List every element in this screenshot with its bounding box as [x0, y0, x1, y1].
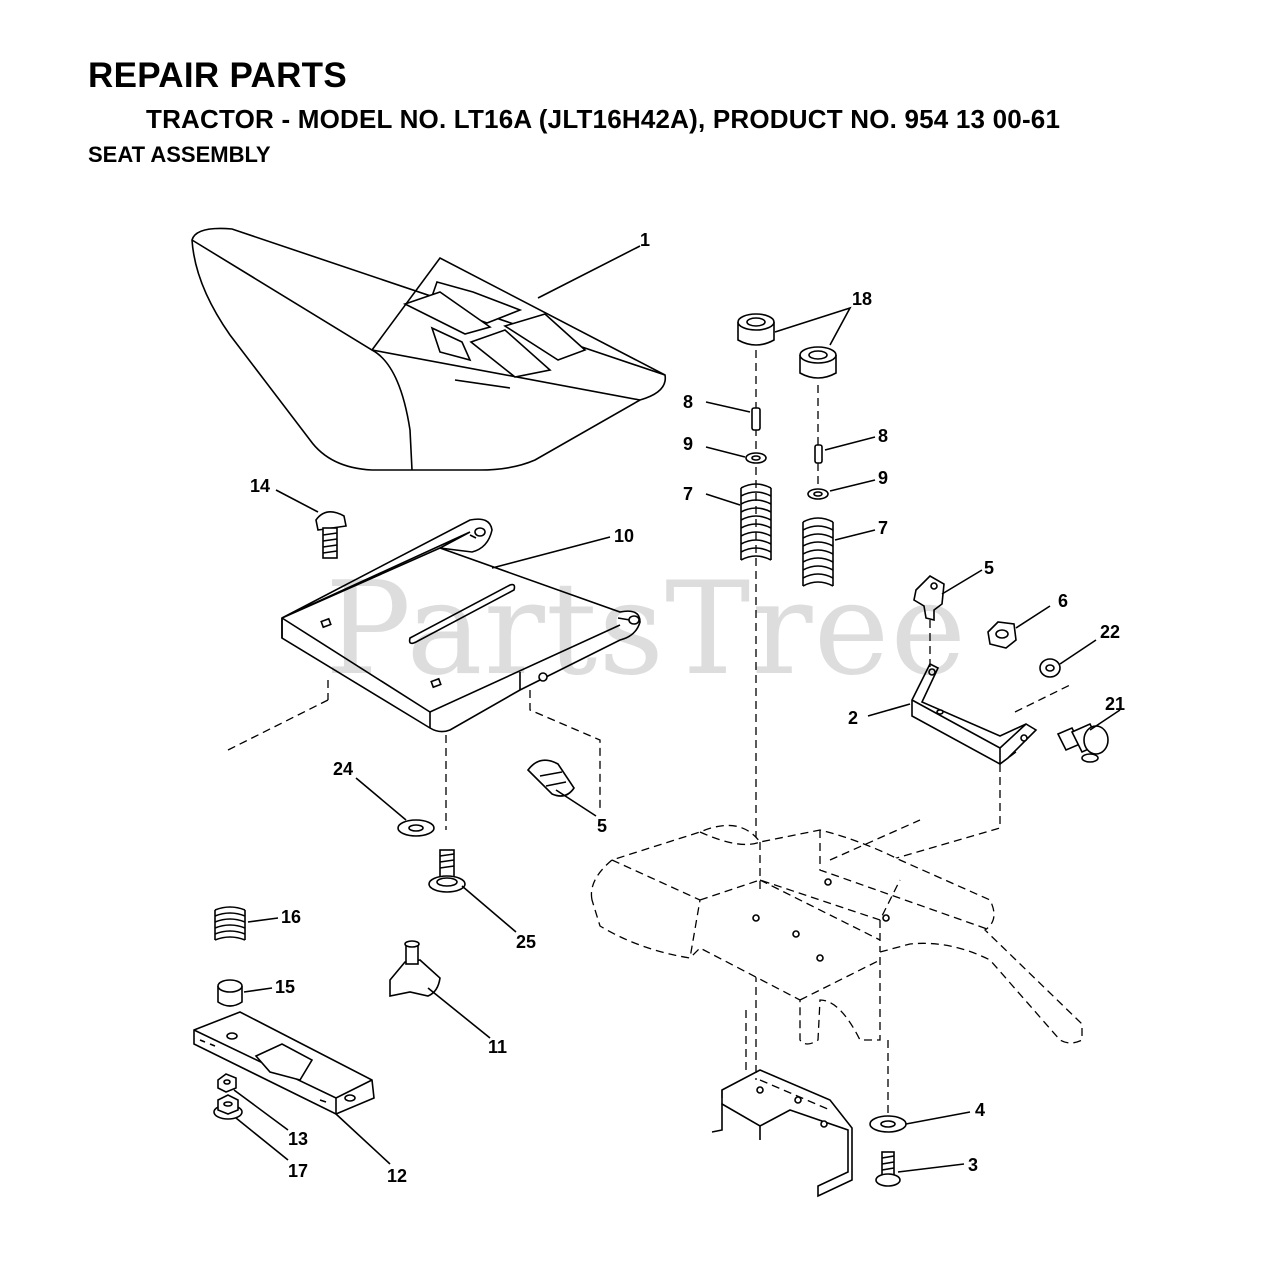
callout-4: 4 — [975, 1100, 985, 1120]
callout-14: 14 — [250, 476, 270, 496]
callout-1: 1 — [640, 230, 650, 250]
leader-6 — [1015, 605, 1051, 629]
leader-17 — [235, 1117, 289, 1161]
callout-6: 6 — [1058, 591, 1068, 611]
leader-16 — [247, 917, 279, 923]
part-shoulder-bolt[interactable] — [428, 849, 466, 893]
callout-21: 21 — [1105, 694, 1125, 714]
tractor-fender-reference — [590, 819, 1083, 1045]
part-pin-left[interactable] — [751, 407, 761, 431]
leader-8b — [824, 436, 876, 451]
part-latch-lower[interactable] — [526, 759, 575, 797]
leader-1 — [537, 245, 641, 299]
part-nut-13[interactable] — [217, 1073, 237, 1093]
leader-10 — [491, 536, 611, 569]
part-seat-bracket[interactable] — [911, 662, 1038, 765]
leader-8a — [705, 401, 751, 413]
part-spring-right[interactable] — [802, 517, 834, 587]
dash-bracket-link — [999, 751, 1017, 765]
model-subtitle: TRACTOR - MODEL NO. LT16A (JLT16H42A), P… — [146, 104, 1061, 134]
part-bushing[interactable] — [217, 979, 243, 1007]
leader-22 — [1059, 639, 1097, 665]
callout-11: 11 — [488, 1037, 507, 1057]
leader-13 — [233, 1089, 289, 1131]
callout-7a: 7 — [683, 484, 693, 504]
leader-21 — [1089, 709, 1121, 731]
part-seat[interactable] — [191, 227, 667, 471]
part-bolt-3[interactable] — [875, 1151, 901, 1187]
part-washer-24[interactable] — [397, 819, 435, 837]
part-knob[interactable] — [389, 940, 441, 997]
callout-15: 15 — [275, 977, 295, 997]
leader-12 — [335, 1113, 391, 1165]
callout-18: 18 — [852, 289, 872, 309]
callout-17: 17 — [288, 1161, 308, 1181]
callout-10: 10 — [614, 526, 634, 546]
dash-pan-right — [529, 690, 601, 810]
leader-11 — [427, 987, 491, 1039]
leader-9b — [829, 479, 876, 492]
callout-7b: 7 — [878, 518, 888, 538]
part-slide-plate[interactable] — [193, 1011, 375, 1115]
leader-25 — [461, 885, 517, 933]
part-flange-nut[interactable] — [213, 1094, 243, 1120]
leader-24 — [355, 777, 407, 821]
callout-13: 13 — [288, 1129, 308, 1149]
callout-24: 24 — [333, 759, 353, 779]
part-carriage-bolt[interactable] — [315, 511, 347, 559]
lower-mount-bracket — [711, 1069, 853, 1198]
leader-5a — [555, 789, 597, 817]
callout-12: 12 — [387, 1166, 407, 1186]
callout-5b: 5 — [984, 558, 994, 578]
leader-7b — [834, 529, 876, 541]
callout-8a: 8 — [683, 392, 693, 412]
callout-25: 25 — [516, 932, 536, 952]
callout-9a: 9 — [683, 434, 693, 454]
callout-2: 2 — [848, 708, 858, 728]
leader-7a — [705, 493, 741, 506]
dash-washer-22 — [1014, 684, 1071, 713]
part-pin-right[interactable] — [814, 444, 823, 464]
part-spring-left[interactable] — [740, 483, 772, 561]
leader-9a — [705, 446, 746, 458]
callout-8b: 8 — [878, 426, 888, 446]
part-spacer-left[interactable] — [737, 313, 775, 346]
leader-3 — [897, 1163, 965, 1173]
leader-2 — [867, 703, 911, 717]
part-latch-upper[interactable] — [913, 575, 945, 622]
part-spacer-right[interactable] — [799, 346, 837, 379]
part-washer-right[interactable] — [807, 488, 829, 500]
callout-5a: 5 — [597, 816, 607, 836]
leader-5b — [941, 569, 983, 595]
section-title: SEAT ASSEMBLY — [88, 142, 271, 167]
part-seat-pan[interactable] — [281, 518, 641, 733]
leader-4 — [905, 1111, 971, 1125]
dash-pan-left-2 — [227, 699, 329, 751]
part-spring-small[interactable] — [214, 906, 246, 941]
part-nut-6[interactable] — [987, 621, 1017, 649]
page-title: REPAIR PARTS — [88, 56, 347, 95]
part-seat-switch[interactable] — [1056, 722, 1109, 763]
part-washer-4[interactable] — [869, 1115, 907, 1133]
leader-14 — [275, 489, 319, 513]
leader-15 — [243, 987, 273, 993]
part-washer-left[interactable] — [745, 452, 767, 464]
callout-3: 3 — [968, 1155, 978, 1175]
callout-22: 22 — [1100, 622, 1120, 642]
part-washer-22[interactable] — [1039, 658, 1061, 678]
callout-9b: 9 — [878, 468, 888, 488]
watermark-logo: PartsTree — [325, 555, 968, 704]
leader-18 — [774, 306, 852, 346]
callout-16: 16 — [281, 907, 301, 927]
